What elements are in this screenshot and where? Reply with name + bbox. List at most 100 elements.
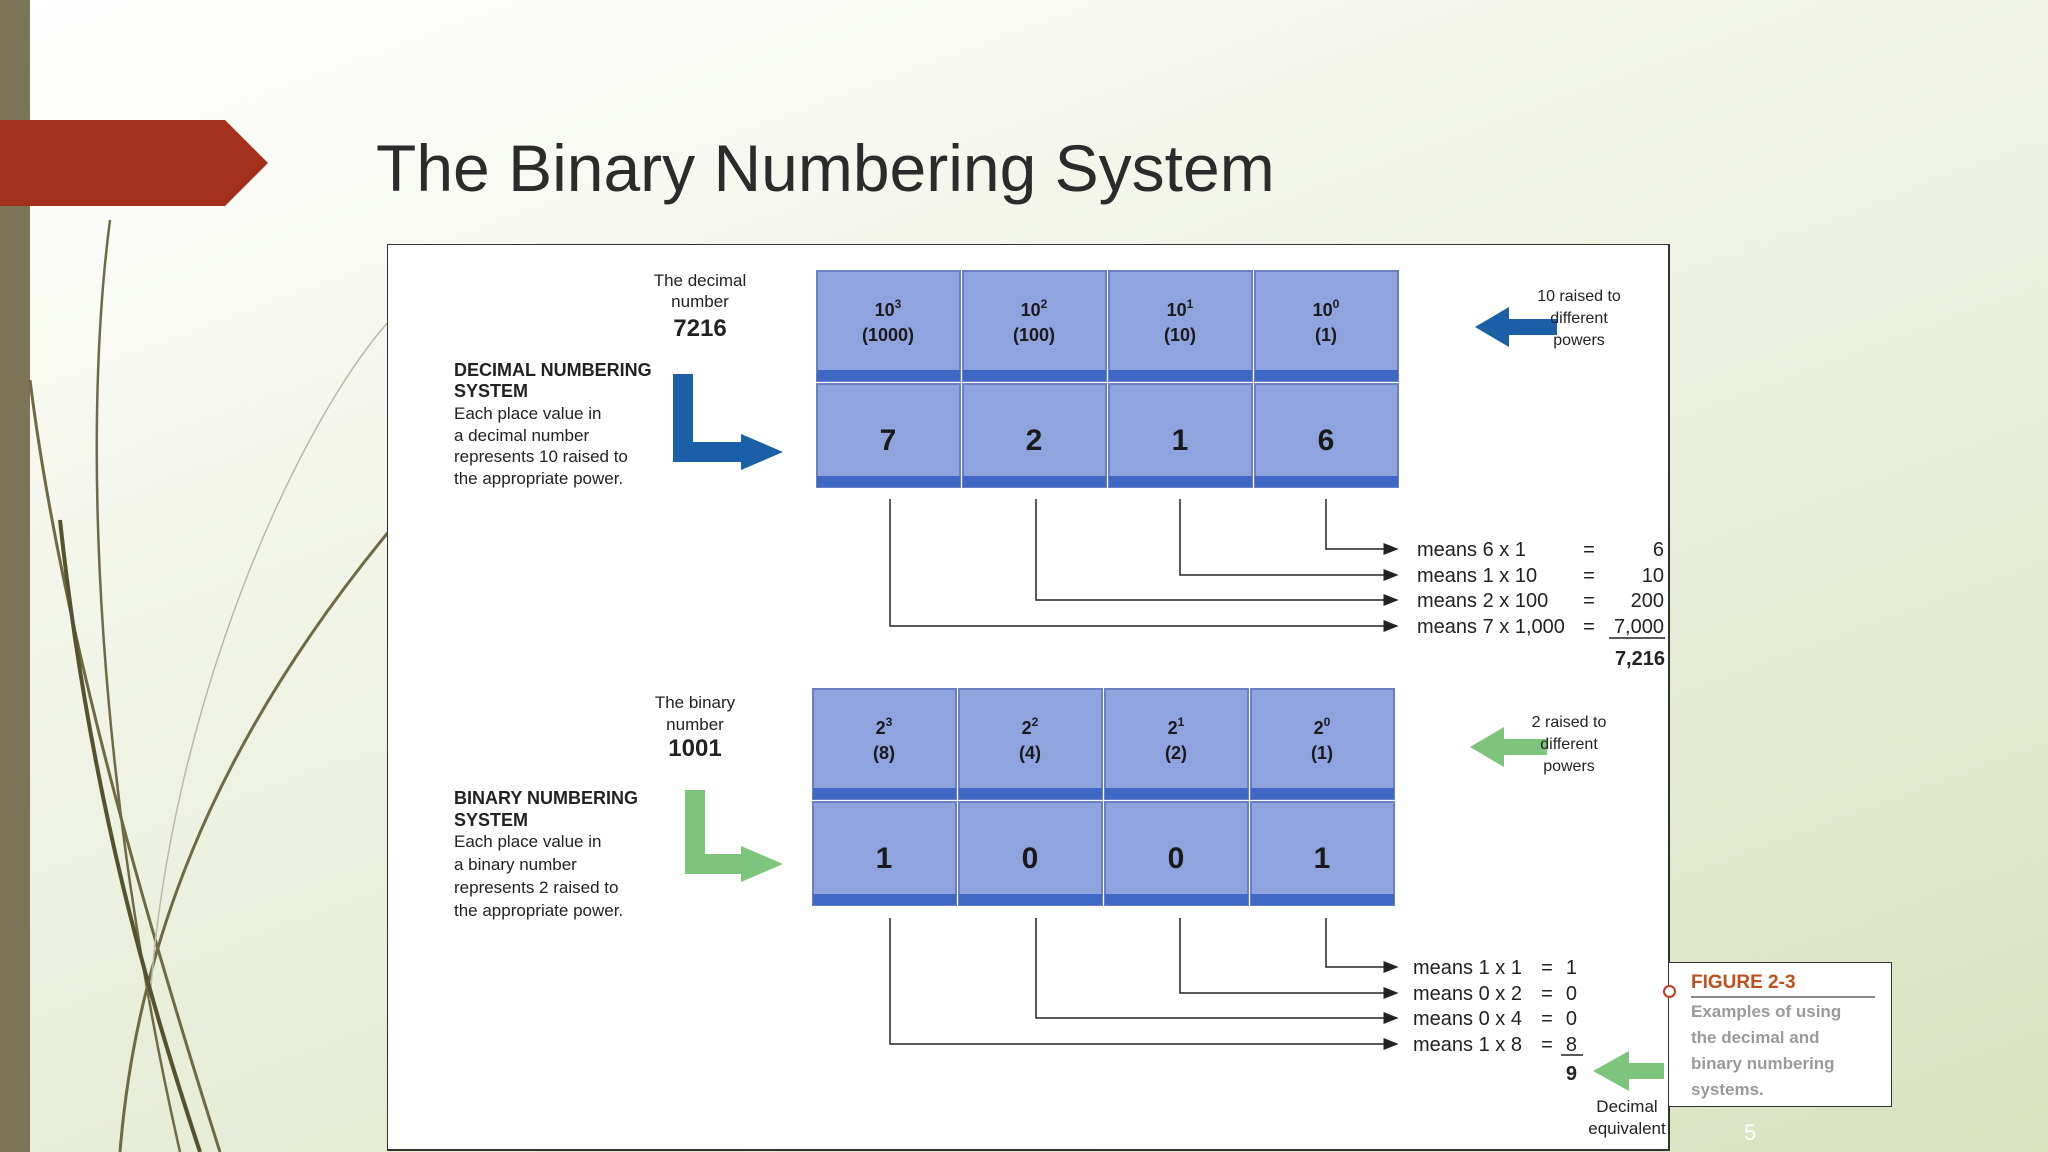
binary-total: 9 [1566,1063,1577,1085]
binary-digit-cell: 1 [812,801,957,906]
binary-digit-row: 1 0 0 1 [812,801,1395,906]
decorative-grass-lines [28,219,392,1152]
binary-powers-note: powers [1543,758,1595,775]
decimal-power-cell: 103 (1000) [816,270,961,382]
binary-heading: BINARY NUMBERING [454,788,638,808]
svg-text:(1): (1) [1311,743,1333,763]
binary-power-cell: 23 (8) [812,688,957,800]
binary-l-arrow [685,790,745,874]
svg-text:(2): (2) [1165,743,1187,763]
binary-decimal-figure: The decimal number 7216 DECIMAL NUMBERIN… [387,244,1670,1151]
decimal-means-eq: = [1583,590,1595,612]
decimal-equivalent-arrowhead [1593,1051,1629,1091]
binary-number-label-2: number [666,715,724,734]
binary-heading-2: SYSTEM [454,810,528,830]
decimal-desc-line: a decimal number [454,426,589,445]
binary-means-eq: = [1541,957,1553,979]
decimal-total: 7,216 [1615,648,1665,670]
decimal-powers-arrowhead [1475,307,1509,347]
svg-text:(1000): (1000) [862,325,914,345]
binary-means-text: means 1 x 8 [1413,1034,1522,1056]
decimal-means-result: 6 [1653,539,1664,561]
svg-text:23: 23 [876,715,893,738]
decimal-means-text: means 2 x 100 [1417,590,1548,612]
svg-text:7: 7 [880,424,897,457]
binary-digit-cell: 0 [1104,801,1249,906]
decimal-desc-line: Each place value in [454,404,601,423]
svg-text:102: 102 [1021,297,1048,320]
svg-text:101: 101 [1167,297,1194,320]
decimal-power-cell: 100 (1) [1254,270,1399,382]
binary-power-cell: 20 (1) [1250,688,1395,800]
svg-text:22: 22 [1022,715,1039,738]
decimal-means-result: 7,000 [1614,616,1664,638]
svg-text:(100): (100) [1013,325,1055,345]
binary-means-eq: = [1541,1034,1553,1056]
svg-text:1: 1 [1314,842,1331,875]
svg-text:(4): (4) [1019,743,1041,763]
svg-text:(1): (1) [1315,325,1337,345]
decimal-means-result: 10 [1642,565,1664,587]
title-accent-arrow [0,120,268,206]
binary-number-label: The binary [655,693,736,712]
decimal-heading-2: SYSTEM [454,381,528,401]
binary-digit-cell: 0 [958,801,1103,906]
svg-text:(8): (8) [873,743,895,763]
decimal-l-arrowhead [741,434,783,470]
decimal-digit-cell: 6 [1254,383,1399,488]
decimal-number-label-2: number [671,292,729,311]
binary-digit-cell: 1 [1250,801,1395,906]
decimal-l-arrow [673,374,745,462]
decimal-digit-cell: 2 [962,383,1107,488]
binary-desc-line: represents 2 raised to [454,878,618,897]
decimal-digit-cell: 1 [1108,383,1253,488]
decimal-power-cell: 102 (100) [962,270,1107,382]
binary-powers-arrowhead [1470,727,1504,767]
svg-text:21: 21 [1168,715,1185,738]
decimal-equivalent-label: Decimal [1596,1097,1657,1116]
caption-marker-icon [1663,985,1676,998]
binary-means-result: 1 [1566,957,1577,979]
binary-desc-line: a binary number [454,855,577,874]
decimal-digit-cell: 7 [816,383,961,488]
decimal-number-label: The decimal [654,271,747,290]
caption-line: systems. [1691,1080,1764,1099]
decimal-means-text: means 7 x 1,000 [1417,616,1565,638]
binary-means-eq: = [1541,983,1553,1005]
svg-text:0: 0 [1022,842,1039,875]
binary-means-eq: = [1541,1008,1553,1030]
binary-power-cell: 22 (4) [958,688,1103,800]
svg-text:2: 2 [1026,424,1043,457]
binary-number: 1001 [668,735,721,762]
decimal-means-eq: = [1583,565,1595,587]
decimal-digit-row: 7 2 1 6 [816,383,1399,488]
binary-connectors [889,918,1399,1050]
binary-powers-note: different [1540,736,1598,753]
figure-caption-text: Examples of using the decimal and binary… [1691,999,1881,1103]
binary-means-result: 0 [1566,983,1577,1005]
binary-desc-line: Each place value in [454,832,601,851]
binary-power-row: 23 (8) 22 (4) 21 (2) 20 (1) [812,688,1395,800]
binary-l-arrowhead [741,846,783,882]
decimal-means-text: means 6 x 1 [1417,539,1526,561]
decimal-connectors [889,499,1399,632]
binary-desc-line: the appropriate power. [454,901,623,920]
svg-text:100: 100 [1313,297,1340,320]
figure-caption: FIGURE 2-3 Examples of using the decimal… [1663,962,1892,1107]
svg-text:103: 103 [875,297,902,320]
caption-line: Examples of using [1691,1002,1842,1021]
svg-text:1: 1 [876,842,893,875]
decimal-equivalent-label: equivalent [1588,1119,1666,1138]
decimal-heading: DECIMAL NUMBERING [454,360,652,380]
caption-line: the decimal and [1691,1028,1820,1047]
decimal-power-cell: 101 (10) [1108,270,1253,382]
slide-title: The Binary Numbering System [376,131,1275,205]
decimal-means-text: means 1 x 10 [1417,565,1537,587]
binary-means-result: 0 [1566,1008,1577,1030]
decimal-desc-line: represents 10 raised to [454,447,628,466]
decimal-desc-line: the appropriate power. [454,469,623,488]
caption-line: binary numbering [1691,1054,1835,1073]
svg-text:0: 0 [1168,842,1185,875]
decimal-power-row: 103 (1000) 102 (100) 101 (10) 100 (1) [816,270,1399,382]
binary-means-text: means 1 x 1 [1413,957,1522,979]
